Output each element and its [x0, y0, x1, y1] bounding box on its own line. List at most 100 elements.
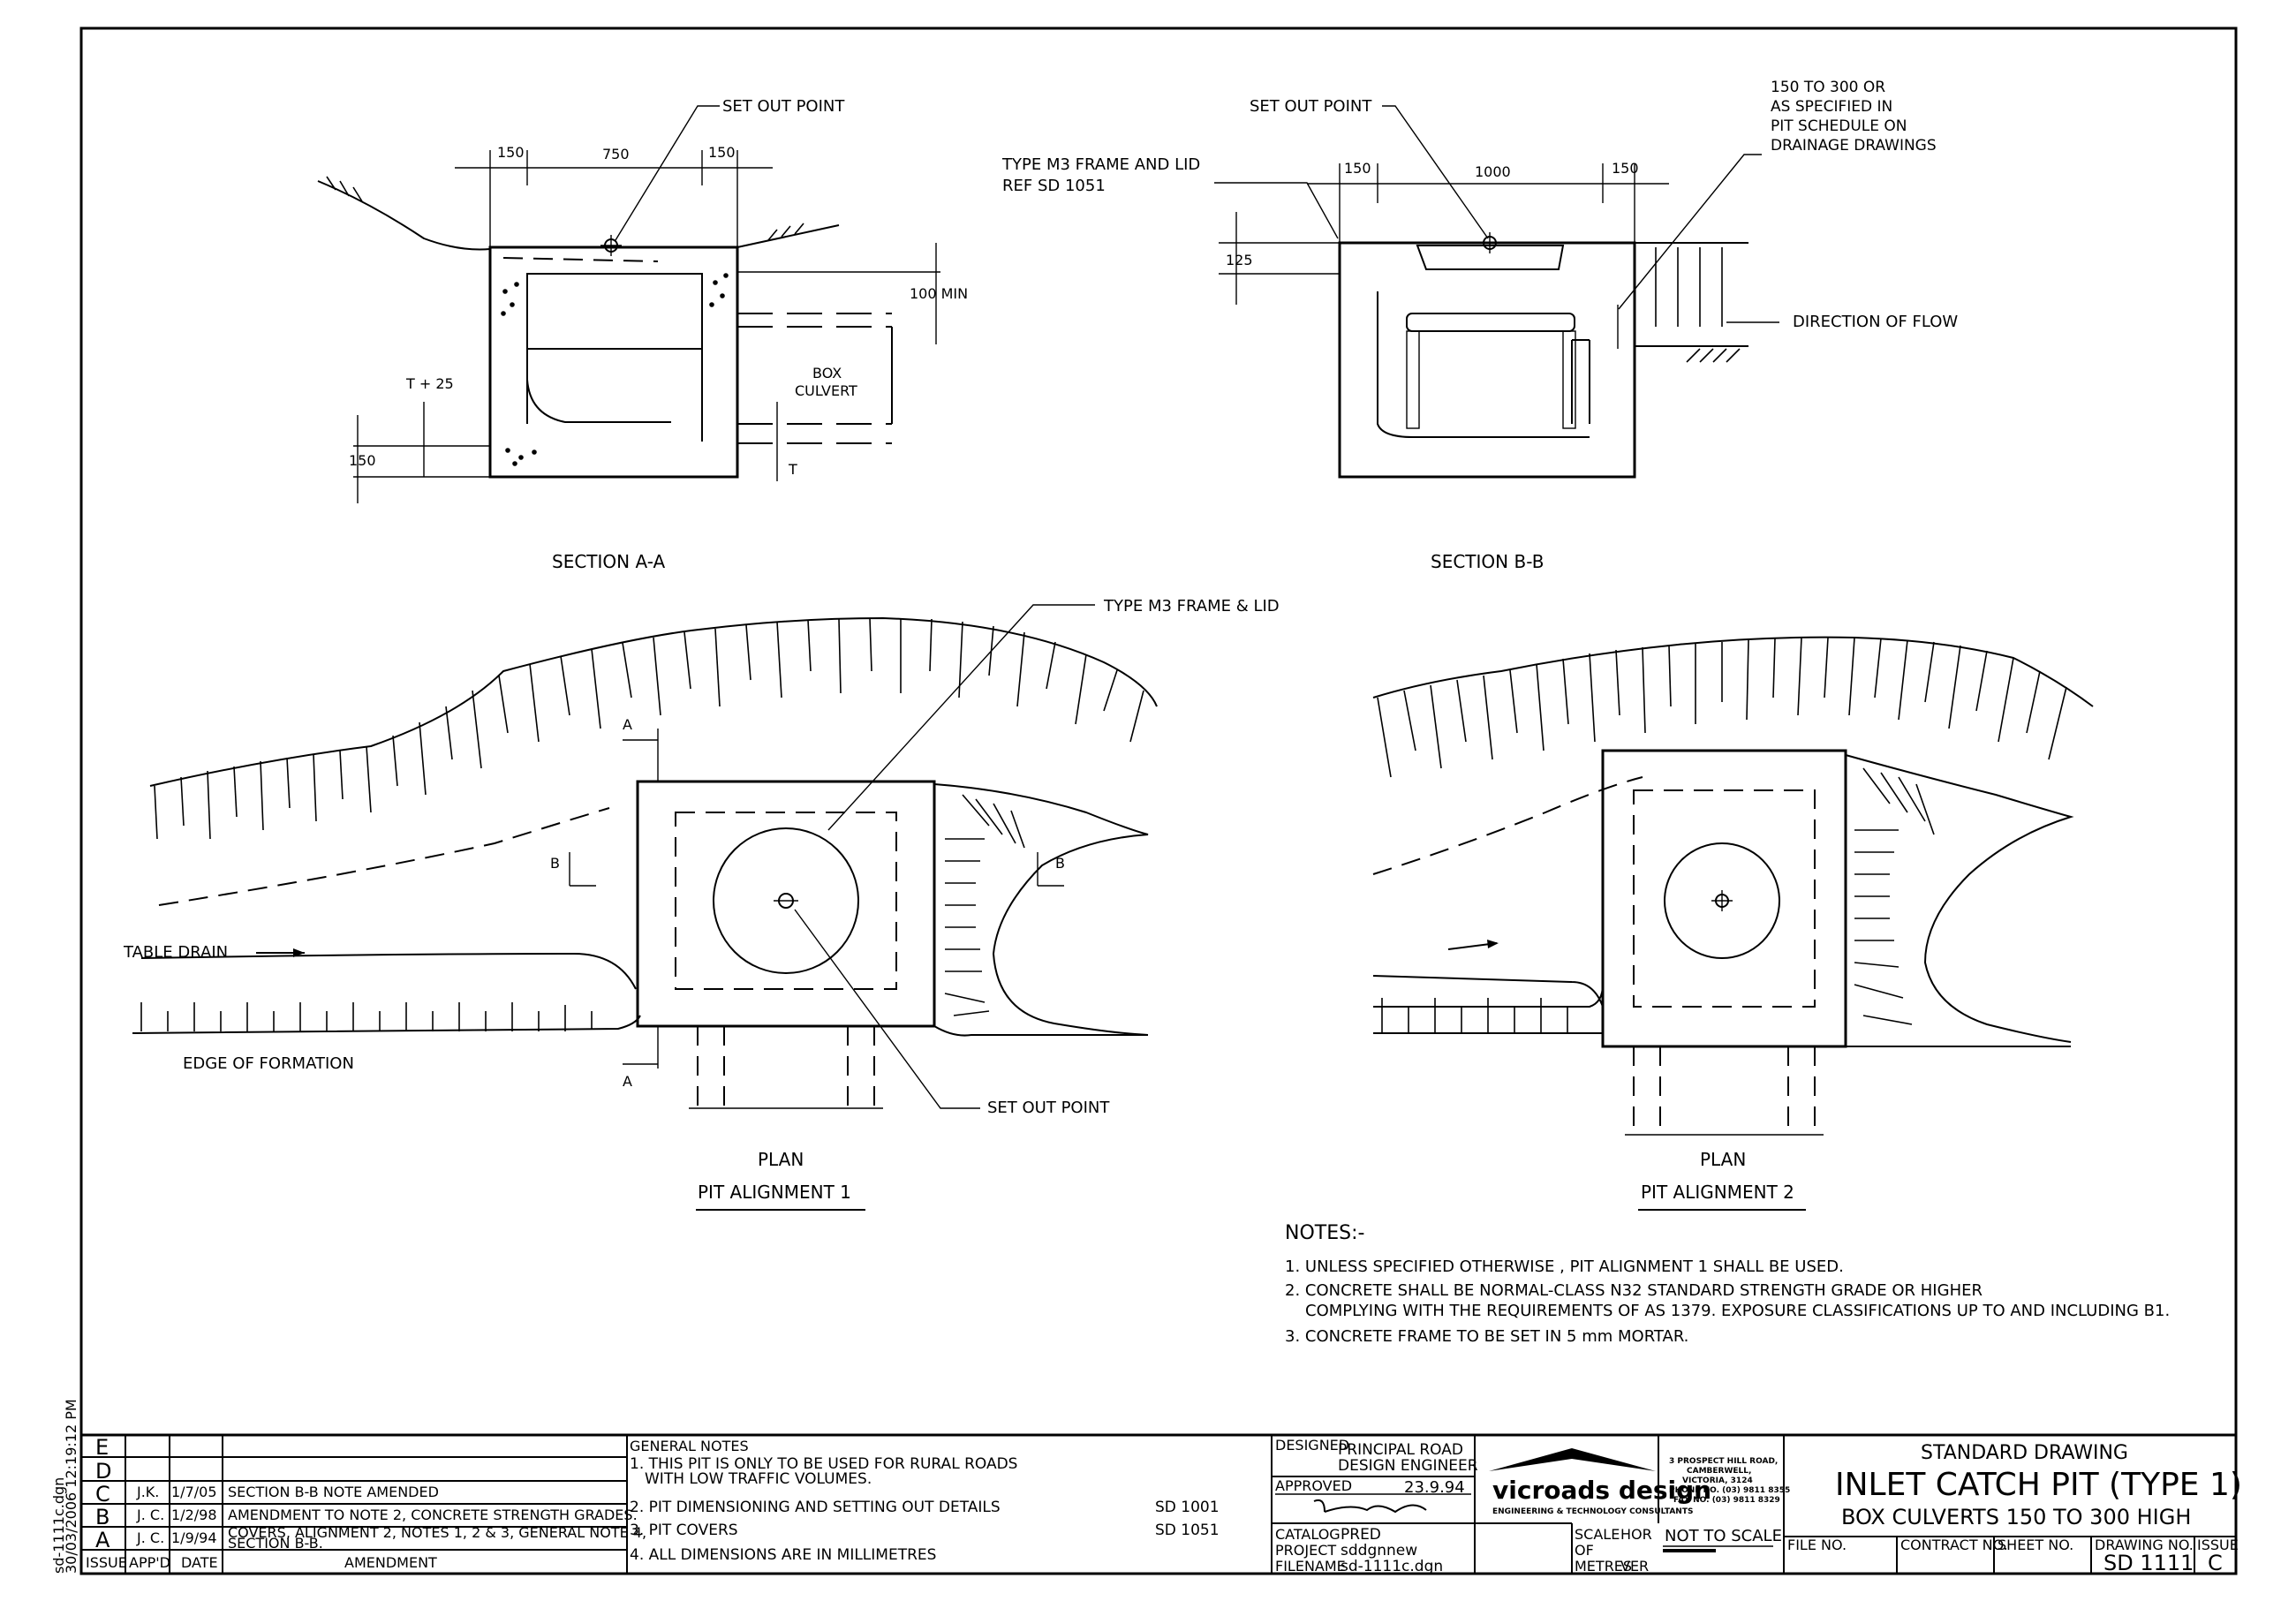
scale-bar	[1663, 1549, 1716, 1552]
drawing-title-2: BOX CULVERTS 150 TO 300 HIGH	[1841, 1505, 2191, 1529]
plan-pit-alignment-2: PLAN PIT ALIGNMENT 2	[1372, 636, 2094, 1211]
general-notes-heading: GENERAL NOTES	[630, 1438, 749, 1454]
address-line-4: PHONE NO. (03) 9811 8355	[1669, 1486, 1790, 1495]
side-stamp-date: 30/03/2006 12:19:12 PM	[63, 1399, 79, 1574]
issue-value: C	[2208, 1551, 2223, 1575]
designed-by-1: PRINCIPAL ROAD	[1338, 1441, 1463, 1459]
dim-1000: 1000	[1475, 163, 1511, 180]
rev-e-issue: E	[95, 1435, 109, 1460]
rev-header-date: DATE	[181, 1554, 218, 1571]
catalog-label: CATALOG	[1275, 1526, 1341, 1543]
address-line-5: FAX NO. (03) 9811 8329	[1673, 1496, 1780, 1505]
set-out-point-label-a: SET OUT POINT	[722, 97, 845, 116]
project-value: sddgnnew	[1341, 1542, 1417, 1559]
frame-lid-label: TYPE M3 FRAME & LID	[1103, 597, 1280, 615]
general-note-4: 4. ALL DIMENSIONS ARE IN MILLIMETRES	[630, 1546, 936, 1564]
filename-label: FILENAME	[1275, 1558, 1346, 1575]
address-line-3: VICTORIA, 3124	[1682, 1476, 1753, 1485]
general-note-1b: WITH LOW TRAFFIC VOLUMES.	[645, 1470, 872, 1488]
dim-150-right-b: 150	[1612, 160, 1639, 177]
scale-hor: HOR	[1620, 1526, 1652, 1543]
address-line-2: CAMBERWELL,	[1687, 1467, 1751, 1476]
vicroads-logo-sub: ENGINEERING & TECHNOLOGY CONSULTANTS	[1492, 1507, 1693, 1516]
rev-header-issue: ISSUE	[86, 1554, 127, 1571]
drawing-border	[79, 26, 2238, 1575]
scale-of: OF	[1575, 1542, 1594, 1559]
dim-150-left-a: 150	[497, 144, 525, 161]
scale-value: NOT TO SCALE	[1665, 1527, 1782, 1545]
box-culvert-line2: CULVERT	[795, 382, 857, 399]
section-marker-b-right: B	[1055, 855, 1065, 872]
title-block: sd-1111c.dgn 30/03/2006 12:19:12 PM E D …	[50, 1399, 2242, 1575]
general-note-2-ref: SD 1001	[1155, 1499, 1220, 1516]
scale-metres: METRES	[1575, 1558, 1632, 1575]
sheet-no-label: SHEET NO.	[1998, 1537, 2073, 1553]
frame-note-line2: REF SD 1051	[1002, 177, 1106, 195]
notes-heading: NOTES:-	[1285, 1222, 1364, 1244]
section-b-b: SET OUT POINT TYPE M3 FRAME AND LID REF …	[1001, 79, 1958, 572]
approved-label: APPROVED	[1275, 1477, 1352, 1494]
drawing-no-value: SD 1111	[2103, 1551, 2194, 1575]
spec-line1: 150 TO 300 OR	[1771, 79, 1885, 96]
section-marker-b-left: B	[550, 855, 560, 872]
section-marker-a-top: A	[623, 716, 632, 733]
project-label: PROJECT	[1275, 1542, 1336, 1559]
edge-of-formation-label: EDGE OF FORMATION	[183, 1054, 354, 1073]
plan-1-label: PLAN	[758, 1149, 804, 1170]
plan-pit-alignment-1: TYPE M3 FRAME & LID A A B B TABLE DRAIN …	[123, 597, 1280, 1211]
contract-no-label: CONTRACT NO.	[1900, 1537, 2008, 1553]
note-3: 3. CONCRETE FRAME TO BE SET IN 5 mm MORT…	[1285, 1327, 1688, 1346]
catalog-value: PRED	[1341, 1526, 1381, 1544]
standard-drawing-label: STANDARD DRAWING	[1921, 1442, 2128, 1464]
note-2: 2. CONCRETE SHALL BE NORMAL-CLASS N32 ST…	[1285, 1281, 1983, 1300]
dim-100-min: 100 MIN	[910, 285, 968, 302]
section-b-b-title: SECTION B-B	[1431, 551, 1544, 572]
rev-a-date: 1/9/94	[171, 1529, 217, 1546]
formation-hatch-2	[1381, 998, 1568, 1033]
pit-alignment-2-label: PIT ALIGNMENT 2	[1641, 1182, 1794, 1203]
drawing-no-label: DRAWING NO.	[2095, 1537, 2194, 1553]
general-note-3-ref: SD 1051	[1155, 1522, 1220, 1539]
rev-c-date: 1/7/05	[171, 1484, 217, 1500]
section-marker-a-bottom: A	[623, 1073, 632, 1090]
address-line-1: 3 PROSPECT HILL ROAD,	[1669, 1457, 1778, 1466]
spec-line4: DRAINAGE DRAWINGS	[1771, 137, 1937, 155]
rev-b-amendment: AMENDMENT TO NOTE 2, CONCRETE STRENGTH G…	[228, 1507, 638, 1523]
rev-a-issue: A	[95, 1528, 110, 1552]
spec-line3: PIT SCHEDULE ON	[1771, 117, 1907, 135]
rev-b-date: 1/2/98	[171, 1507, 217, 1523]
batter-hatch-top-2	[1377, 637, 2067, 778]
rev-c-appd: J.K.	[136, 1484, 159, 1500]
general-note-1a: 1. THIS PIT IS ONLY TO BE USED FOR RURAL…	[630, 1455, 1017, 1473]
dim-150-bottom: 150	[349, 452, 376, 469]
set-out-point-label-b: SET OUT POINT	[1250, 97, 1372, 116]
note-1: 1. UNLESS SPECIFIED OTHERWISE , PIT ALIG…	[1285, 1257, 1844, 1276]
rev-c-issue: C	[95, 1482, 110, 1507]
section-a-a: SET OUT POINT 150 750 150 100 MIN BOX CU…	[317, 97, 968, 572]
dim-150-right-a: 150	[708, 144, 736, 161]
designed-by-2: DESIGN ENGINEER	[1338, 1457, 1478, 1475]
pit-alignment-1-label: PIT ALIGNMENT 1	[698, 1182, 851, 1203]
t-label: T	[788, 461, 797, 478]
issue-label: ISSUE	[2197, 1537, 2239, 1553]
set-out-point-label-plan: SET OUT POINT	[987, 1099, 1110, 1117]
rev-a-appd: J. C.	[136, 1529, 164, 1546]
t-plus-25-label: T + 25	[405, 375, 454, 392]
rev-a-amendment: COVERS, ALIGNMENT 2, NOTES 1, 2 & 3, GEN…	[228, 1524, 646, 1541]
drawing-title-1: INLET CATCH PIT (TYPE 1)	[1835, 1467, 2242, 1503]
general-note-3: 3. PIT COVERS	[630, 1522, 738, 1539]
rev-c-amendment: SECTION B-B NOTE AMENDED	[228, 1484, 439, 1500]
dim-750: 750	[602, 146, 630, 162]
filename-value: sd-1111c.dgn	[1341, 1558, 1443, 1575]
note-2-cont: COMPLYING WITH THE REQUIREMENTS OF AS 13…	[1305, 1302, 2170, 1320]
box-culvert-line1: BOX	[812, 365, 842, 381]
spec-line2: AS SPECIFIED IN	[1771, 98, 1892, 116]
dim-125: 125	[1226, 252, 1253, 268]
table-drain-label: TABLE DRAIN	[123, 943, 228, 962]
scale-label: SCALE	[1575, 1526, 1620, 1543]
section-a-a-title: SECTION A-A	[552, 551, 665, 572]
notes-block: NOTES:- 1. UNLESS SPECIFIED OTHERWISE , …	[1285, 1222, 2170, 1346]
file-no-label: FILE NO.	[1787, 1537, 1847, 1553]
approved-date: 23.9.94	[1404, 1478, 1465, 1497]
